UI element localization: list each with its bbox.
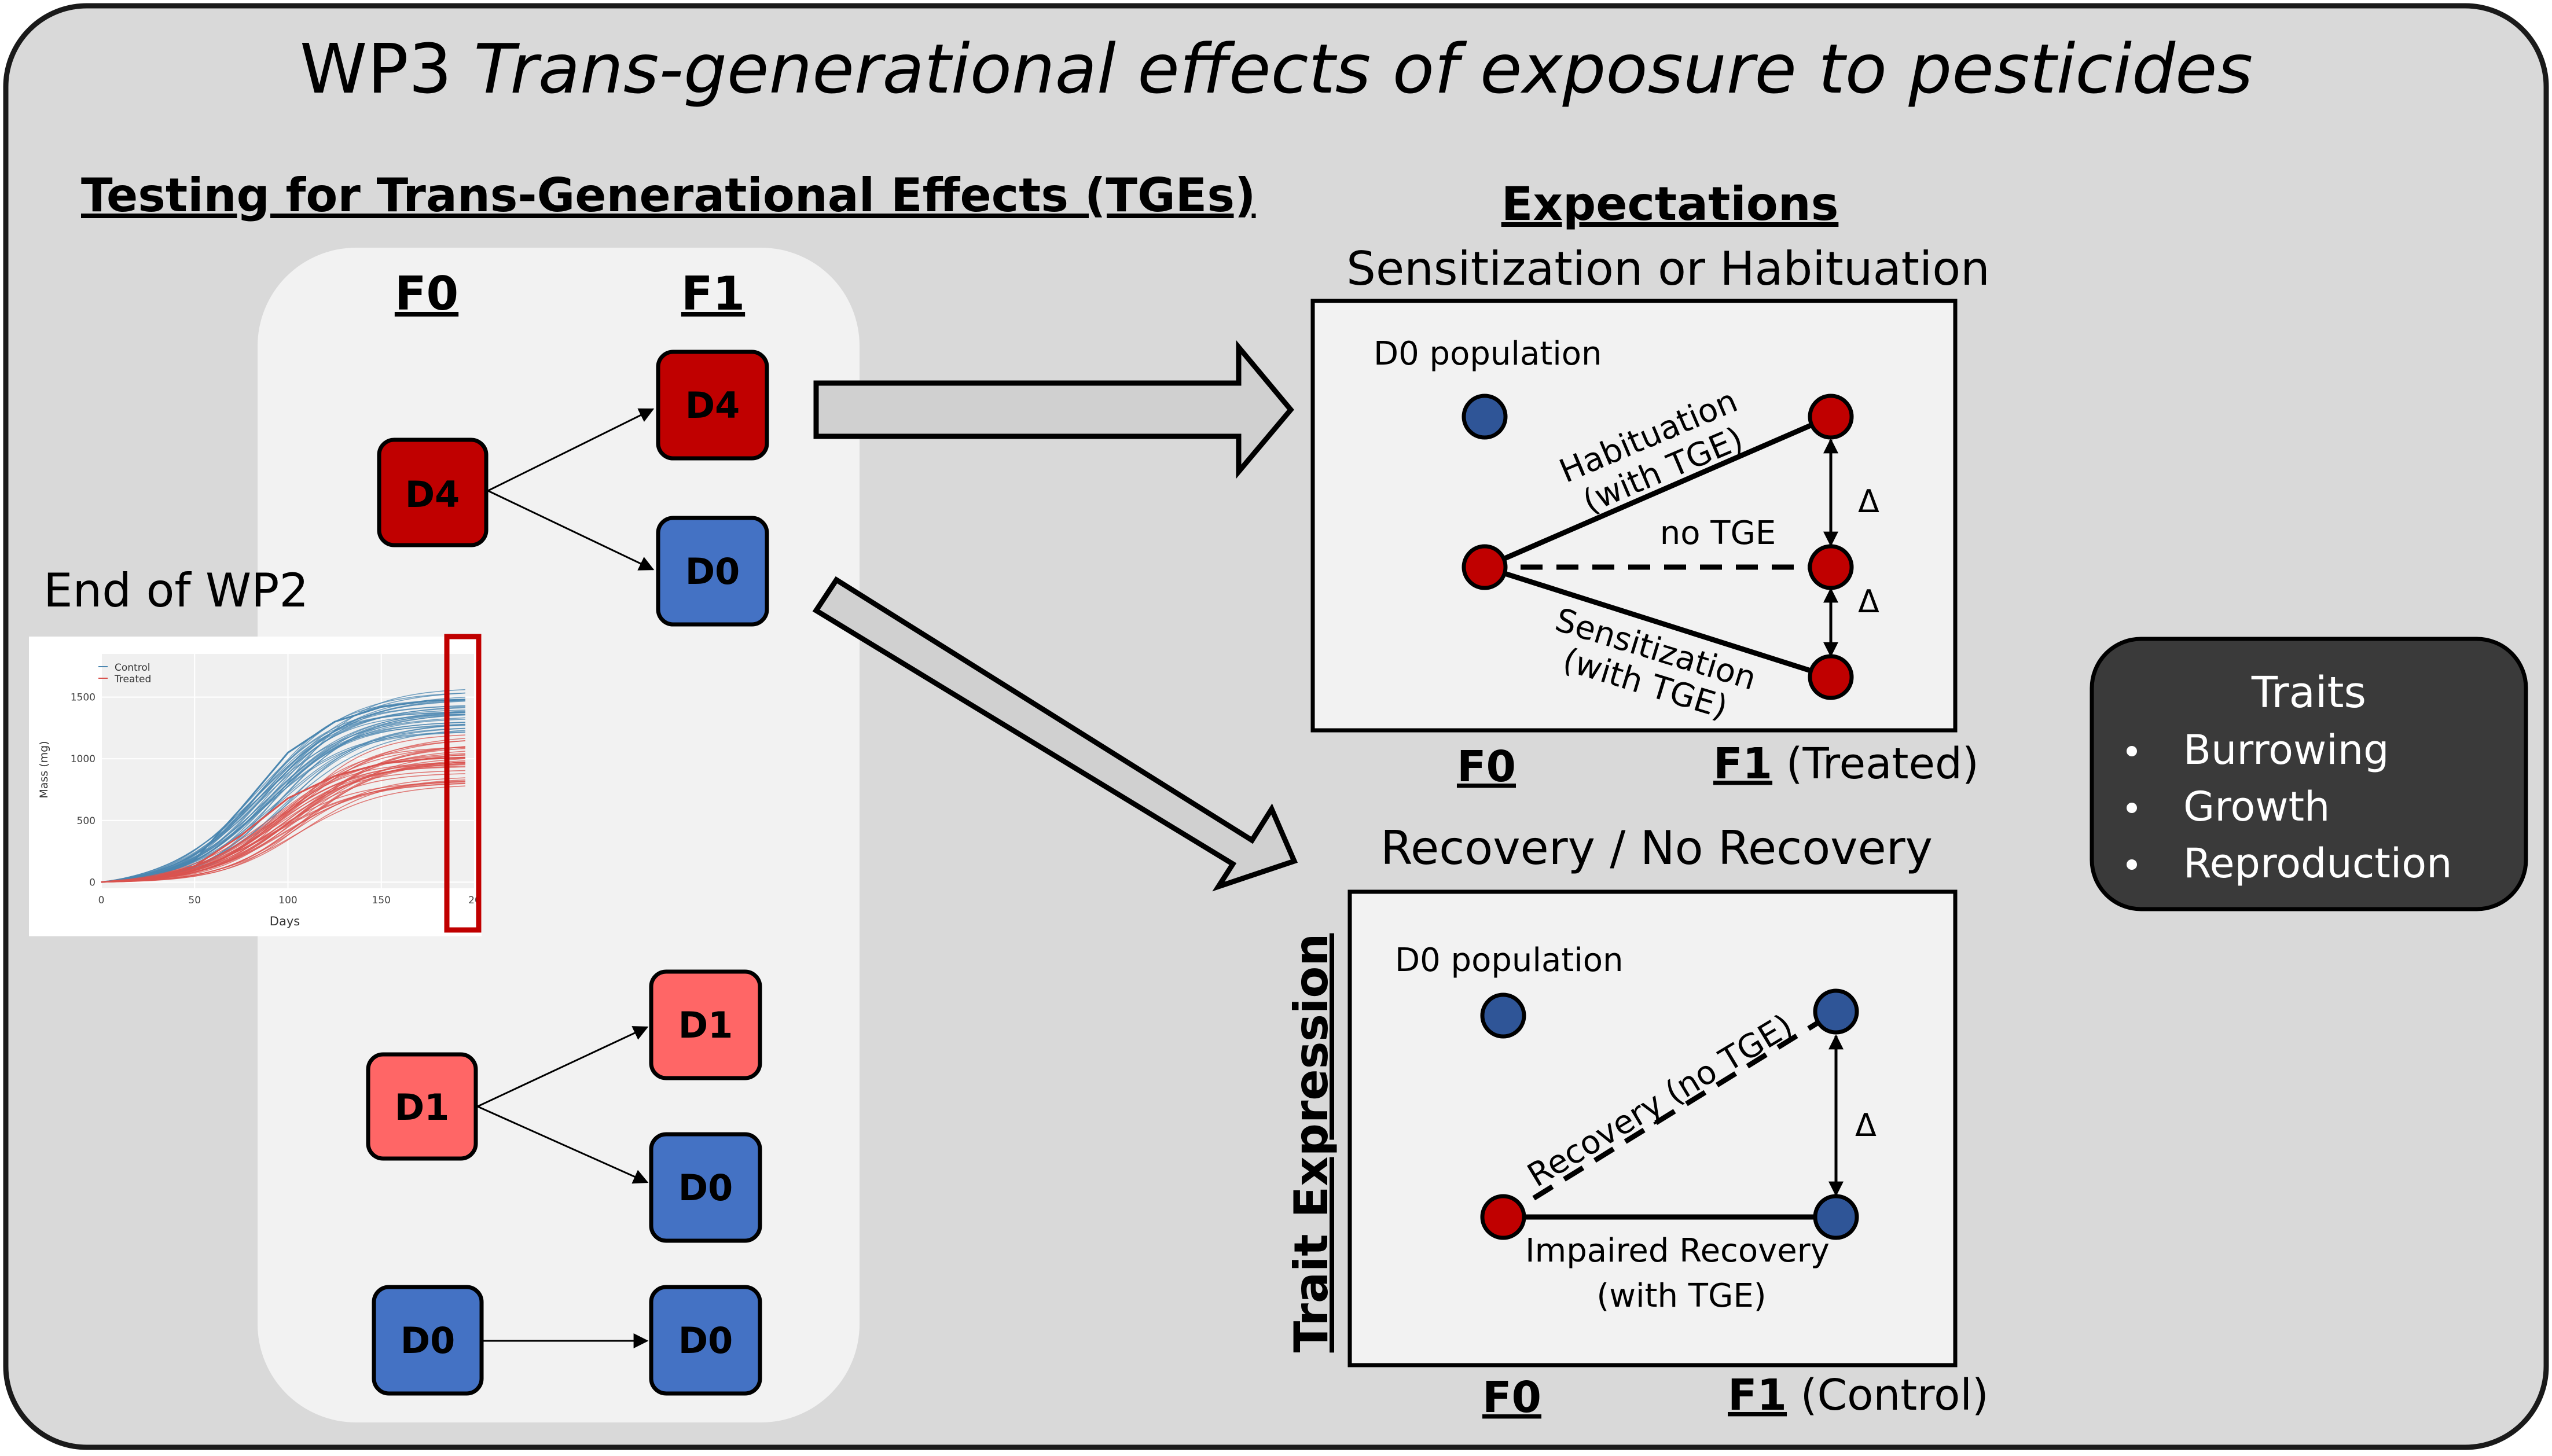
box-d4-f1: D4	[656, 350, 769, 461]
end-of-wp2-label: End of WP2	[43, 564, 309, 617]
delta-label-lower: Δ	[1858, 583, 1879, 620]
trait-bullet	[2127, 746, 2137, 756]
svg-text:D0: D0	[678, 1167, 733, 1209]
wp2-x-tick-label: 100	[278, 895, 297, 906]
wp2-y-tick-label: 1500	[71, 692, 96, 704]
control-mean-curve	[101, 698, 465, 883]
wp2-y-tick-label: 500	[77, 815, 96, 827]
arrow-d1-to-d0	[477, 1105, 649, 1184]
sensitization-habituation-title: Sensitization or Habituation	[1346, 242, 1990, 296]
wp2-y-tick-label: 1000	[71, 753, 96, 765]
delta-label-upper: Δ	[1858, 483, 1879, 520]
treated-growth-curve	[101, 765, 465, 883]
bottom-f0-axis-label: F0	[1482, 1373, 1541, 1422]
top-d0-population-label: D0 population	[1374, 335, 1602, 373]
top-no-tge-dot	[1808, 544, 1854, 590]
delta-label-recovery: Δ	[1855, 1107, 1877, 1144]
bottom-recovery-dot	[1813, 988, 1859, 1035]
box-d0-f1-from-d4: D0	[656, 516, 769, 627]
tge-heading: Testing for Trans-Generational Effects (…	[81, 168, 1256, 222]
wp2-x-axis-label: Days	[270, 914, 300, 928]
trait-item: Growth	[2183, 783, 2330, 830]
box-d0-f1-from-d0: D0	[649, 1285, 762, 1396]
block-arrow-to-sensitization	[813, 340, 1294, 479]
trait-bullet	[2127, 859, 2137, 870]
box-d1-f0: D1	[366, 1052, 478, 1161]
sensitization-line	[1484, 564, 1832, 680]
wp2-y-tick-label: 0	[89, 877, 96, 888]
wp2-x-tick-label: 0	[98, 895, 105, 906]
top-sensitization-dot	[1808, 654, 1854, 700]
control-growth-curve	[101, 698, 465, 883]
slide-title: WP3 Trans-generational effects of exposu…	[300, 29, 2253, 109]
recovery-box	[1347, 889, 1958, 1367]
legend-treated: Treated	[114, 674, 151, 685]
svg-text:D4: D4	[685, 384, 740, 426]
svg-text:D1: D1	[678, 1004, 733, 1046]
arrow-d1-to-d1	[477, 1026, 649, 1108]
wp2-legend: Control Treated	[98, 662, 151, 685]
bottom-f0-dot	[1480, 1194, 1526, 1240]
sensitization-habituation-box	[1310, 299, 1958, 733]
bottom-d0-population-label: D0 population	[1395, 942, 1624, 979]
svg-text:D4: D4	[405, 473, 460, 516]
no-tge-label: no TGE	[1660, 514, 1776, 552]
treated-mean-curve	[101, 756, 465, 883]
recovery-title: Recovery / No Recovery	[1380, 821, 1933, 875]
trait-expression-axis-label: Trait Expression	[1284, 933, 1338, 1353]
box-d0-f1-from-d1: D0	[649, 1132, 762, 1243]
control-growth-curve	[101, 711, 465, 883]
svg-text:D0: D0	[685, 550, 740, 593]
expectations-heading: Expectations	[1501, 177, 1839, 231]
impaired-recovery-label-1: Impaired Recovery	[1525, 1232, 1830, 1270]
top-f0-axis-label: F0	[1457, 742, 1516, 792]
treated-growth-curve	[101, 783, 465, 883]
box-d1-f1: D1	[649, 969, 762, 1080]
column-f1-label: F1	[681, 267, 745, 321]
top-f1-axis-label: F1 (Treated)	[1713, 739, 1979, 789]
top-d0-population-dot	[1462, 394, 1508, 440]
column-f0-label: F0	[395, 267, 458, 321]
bottom-impaired-dot	[1813, 1194, 1859, 1240]
legend-control: Control	[115, 662, 150, 674]
box-d4-f0: D4	[377, 437, 489, 547]
trait-item: Reproduction	[2183, 840, 2452, 887]
trait-bullet	[2127, 803, 2137, 813]
wp2-endpoint-highlight	[444, 634, 482, 933]
treated-growth-curve	[101, 747, 465, 883]
recovery-line	[1501, 1009, 1838, 1219]
box-d0-f0: D0	[372, 1285, 484, 1396]
treated-growth-curve	[101, 738, 465, 883]
top-habituation-dot	[1808, 394, 1854, 440]
svg-text:D0: D0	[678, 1319, 733, 1362]
wp2-y-axis-label: Mass (mg)	[38, 741, 50, 798]
bottom-f1-axis-label: F1 (Control)	[1728, 1370, 1989, 1420]
control-growth-curve	[101, 731, 465, 883]
bottom-d0-population-dot	[1480, 992, 1526, 1039]
wp2-x-tick-label: 150	[372, 895, 391, 906]
top-f0-dot	[1462, 544, 1508, 590]
svg-text:D0: D0	[401, 1319, 456, 1362]
traits-title: Traits	[2251, 668, 2366, 718]
arrow-d4-to-d4	[487, 408, 655, 492]
traits-box	[2090, 637, 2528, 911]
trait-item: Burrowing	[2183, 726, 2389, 774]
impaired-recovery-label-2: (with TGE)	[1596, 1277, 1766, 1315]
svg-text:D1: D1	[395, 1086, 450, 1128]
wp2-x-tick-label: 50	[188, 895, 201, 906]
arrow-d4-to-d0	[487, 490, 655, 571]
habituation-line	[1484, 414, 1832, 570]
block-arrow-to-recovery	[812, 576, 1298, 892]
